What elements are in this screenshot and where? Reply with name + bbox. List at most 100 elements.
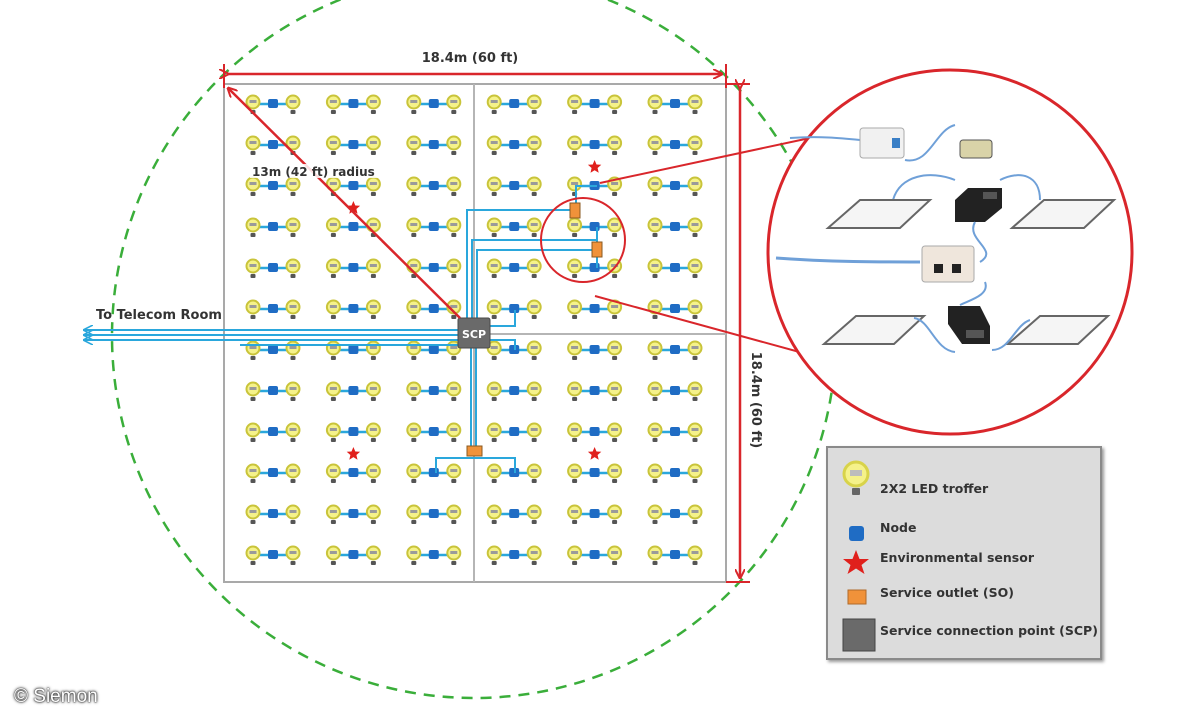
node-icon bbox=[509, 427, 520, 436]
copyright-label: © Siemon bbox=[14, 686, 98, 707]
troffer-panel-icon bbox=[1009, 199, 1117, 229]
callout-line-bottom bbox=[594, 295, 815, 357]
node-icon bbox=[348, 550, 359, 559]
legend-label-node: Node bbox=[880, 520, 917, 535]
troffer-pair bbox=[325, 504, 381, 525]
troffer-pair bbox=[245, 504, 301, 525]
troffer-pair bbox=[325, 340, 381, 361]
troffer-pair bbox=[567, 545, 623, 566]
scp-box[interactable]: SCP bbox=[457, 317, 491, 349]
troffer-pair bbox=[325, 299, 381, 320]
troffer-pair bbox=[325, 422, 381, 443]
troffer-pair bbox=[486, 217, 542, 238]
troffer-pair bbox=[406, 176, 462, 197]
troffer-pair bbox=[325, 217, 381, 238]
troffer-pair bbox=[406, 381, 462, 402]
radius-label: 13m (42 ft) radius bbox=[252, 165, 375, 179]
troffer-pair bbox=[325, 258, 381, 279]
troffer-pair bbox=[245, 258, 301, 279]
troffer-pair bbox=[486, 135, 542, 156]
node-icon bbox=[670, 345, 680, 354]
troffer-pair bbox=[325, 381, 381, 402]
node-icon bbox=[428, 468, 439, 477]
node-device-icon bbox=[948, 306, 990, 344]
cabling bbox=[84, 185, 598, 473]
node-icon bbox=[348, 181, 359, 190]
troffer-pair bbox=[647, 504, 703, 525]
troffer-pair bbox=[325, 545, 381, 566]
node-icon bbox=[670, 427, 680, 436]
troffer-pair bbox=[406, 422, 462, 443]
node-icon bbox=[589, 345, 600, 354]
node-icon bbox=[428, 304, 439, 313]
troffer-pair bbox=[486, 176, 542, 197]
troffer-pair bbox=[245, 340, 301, 361]
node-icon bbox=[509, 222, 520, 231]
troffer-pair bbox=[647, 94, 703, 115]
service-outlet-icon bbox=[847, 589, 867, 605]
troffer-pair bbox=[245, 545, 301, 566]
troffer-pair bbox=[647, 422, 703, 443]
node-icon bbox=[428, 140, 439, 149]
node-icon bbox=[589, 304, 600, 313]
node-icon bbox=[670, 140, 680, 149]
troffer-pair bbox=[245, 135, 301, 156]
troffer-pair bbox=[406, 217, 462, 238]
legend-icons bbox=[842, 460, 876, 652]
star-icon bbox=[587, 160, 602, 173]
troffer-pair bbox=[567, 463, 623, 484]
service-outlet-jack-icon bbox=[859, 127, 905, 159]
troffer-pair bbox=[567, 258, 623, 279]
telecom-room-label: To Telecom Room bbox=[96, 308, 222, 323]
troffer-pair bbox=[567, 299, 623, 320]
node-icon bbox=[348, 386, 359, 395]
node-icon bbox=[589, 386, 600, 395]
node-icon bbox=[670, 509, 680, 518]
troffer-pair bbox=[245, 381, 301, 402]
node-icon bbox=[348, 140, 359, 149]
node-icon bbox=[670, 304, 680, 313]
service-outlet[interactable] bbox=[569, 202, 581, 219]
node-icon bbox=[268, 509, 278, 518]
node-icon bbox=[670, 550, 680, 559]
node-icon bbox=[268, 386, 278, 395]
node-icon bbox=[589, 427, 600, 436]
node-icon bbox=[268, 263, 278, 272]
node-icon bbox=[348, 509, 359, 518]
troffer-pair bbox=[486, 94, 542, 115]
node-icon bbox=[428, 263, 439, 272]
node-icon bbox=[348, 427, 359, 436]
troffer-pair bbox=[647, 463, 703, 484]
troffer-pair bbox=[567, 422, 623, 443]
troffer-pair bbox=[567, 381, 623, 402]
node-icon bbox=[509, 550, 520, 559]
node-icon bbox=[348, 304, 359, 313]
troffer-pair bbox=[406, 94, 462, 115]
troffer-pair bbox=[486, 299, 542, 320]
node-icon bbox=[268, 181, 278, 190]
troffer-pair bbox=[486, 504, 542, 525]
troffer-pair bbox=[245, 176, 301, 197]
troffer-pair bbox=[647, 545, 703, 566]
node-icon bbox=[268, 99, 278, 108]
node-icon bbox=[589, 222, 600, 231]
service-outlet[interactable] bbox=[466, 445, 483, 457]
node-icon bbox=[268, 427, 278, 436]
troffer-pair bbox=[567, 217, 623, 238]
service-outlet-jack-icon bbox=[921, 245, 975, 283]
troffer-pair bbox=[647, 258, 703, 279]
node-icon bbox=[268, 140, 278, 149]
star-icon bbox=[587, 447, 602, 460]
troffer-panel-icon bbox=[1005, 315, 1111, 345]
service-outlet[interactable] bbox=[591, 241, 603, 258]
node-icon bbox=[589, 140, 600, 149]
node-icon bbox=[428, 427, 439, 436]
node-icon bbox=[348, 99, 359, 108]
node-icon bbox=[348, 222, 359, 231]
troffer-panel-icon bbox=[825, 199, 933, 229]
zone-highlight-circle bbox=[540, 197, 626, 283]
node-icon bbox=[670, 263, 680, 272]
node-icon bbox=[428, 345, 439, 354]
callout-line-top bbox=[599, 137, 811, 184]
troffer-pair bbox=[647, 135, 703, 156]
